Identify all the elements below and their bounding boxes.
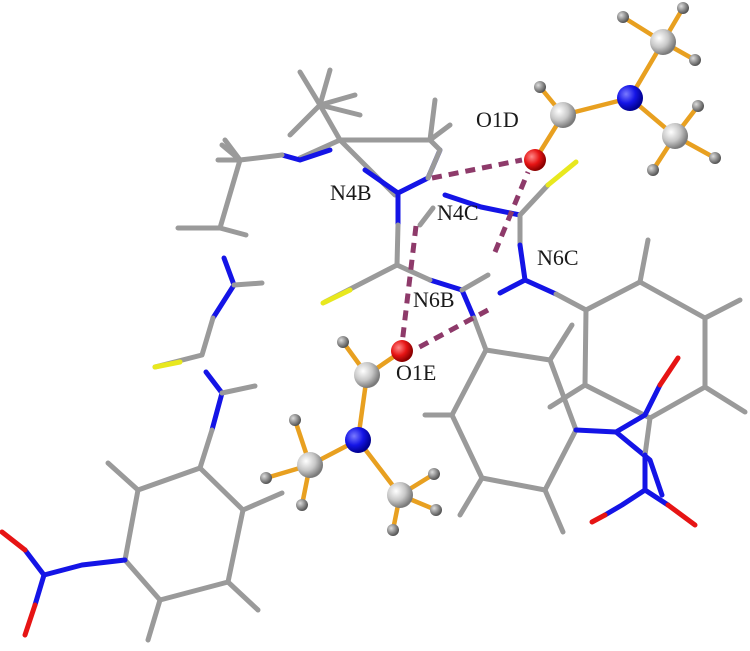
atom-o [391, 340, 413, 362]
bond-c [219, 383, 258, 396]
hbond-N6B-H-O1E [412, 307, 490, 353]
bond-c [449, 315, 579, 493]
bond-c [517, 182, 551, 218]
atom-h [296, 499, 308, 511]
atom-c [550, 102, 576, 128]
atom-h [260, 472, 272, 484]
bond-c [637, 237, 651, 285]
atom-o [524, 149, 546, 171]
hydrogen-bonds [399, 157, 531, 353]
bond-o [22, 602, 38, 638]
atom-h [617, 11, 629, 23]
bond-n [22, 547, 47, 578]
bond-c [394, 262, 433, 283]
atom-h [387, 524, 399, 536]
label-O1D: O1D [476, 107, 519, 132]
bond-c [582, 279, 708, 421]
bond-c [427, 122, 453, 143]
bond-c [231, 280, 265, 288]
bond-c [322, 222, 401, 305]
atom-h [428, 468, 440, 480]
bond-c [542, 487, 566, 535]
bond-c [459, 272, 491, 293]
dmf-molecule-E [260, 336, 442, 536]
bond-c [240, 490, 285, 513]
host-molecule-stick-bonds [0, 67, 748, 643]
bond-n [613, 382, 663, 435]
atom-h [677, 2, 689, 14]
bond-o [665, 502, 698, 528]
bond-n [210, 255, 237, 321]
bond-c [547, 382, 588, 410]
bond-s [152, 359, 183, 370]
label-N4C: N4C [437, 200, 479, 225]
bond-n [613, 429, 665, 498]
atom-n [617, 85, 643, 111]
dmf-molecule-D [524, 2, 721, 176]
atom-c [650, 29, 676, 55]
bond-c [317, 67, 333, 108]
bond-n [442, 192, 523, 218]
bond-s [545, 159, 579, 188]
bond-c [105, 460, 141, 493]
bond-c [425, 137, 443, 181]
bond-c [145, 597, 163, 643]
bond-o [657, 355, 681, 388]
atom-h [289, 414, 301, 426]
bond-c [553, 291, 589, 313]
bond-n [522, 277, 559, 297]
bond-c [175, 157, 243, 231]
bond-c [702, 384, 748, 415]
bond-n [279, 147, 333, 163]
atom-h [692, 100, 704, 112]
label-N6C: N6C [537, 245, 579, 270]
atom-h [689, 54, 701, 66]
bond-n [642, 487, 671, 508]
bond-n [32, 572, 47, 608]
label-O1E: O1E [396, 360, 437, 385]
bond-n [41, 557, 128, 578]
bond-c [219, 142, 243, 163]
bond-c [122, 465, 246, 603]
bond-c [417, 205, 436, 228]
bond-c [457, 475, 485, 518]
atom-h [430, 504, 442, 516]
bond-c [702, 297, 743, 321]
hbond-N6C-H-O1D [492, 171, 531, 253]
atom-c [297, 452, 323, 478]
bond-n [203, 369, 225, 433]
bond-c [225, 579, 261, 613]
bond-n [573, 427, 619, 435]
bond-s [320, 287, 353, 306]
bond-c [642, 415, 653, 458]
bond-c [297, 97, 438, 161]
bond-c [217, 225, 249, 238]
atom-c [354, 362, 380, 388]
bond-n [602, 487, 648, 518]
atom-h [337, 336, 349, 348]
bond-o [0, 529, 28, 553]
dmf-solvent-molecules [260, 2, 721, 536]
bond-c [317, 92, 358, 108]
bond-n [497, 242, 528, 296]
atom-n [345, 427, 371, 453]
bond-c [287, 102, 323, 138]
atom-h [647, 164, 659, 176]
bond-c [547, 322, 575, 363]
label-N6B: N6B [413, 287, 455, 312]
hbond-N4C-H-O1D [431, 157, 523, 181]
atom-h [709, 152, 721, 164]
atom-c [662, 123, 688, 149]
bond-o [589, 512, 608, 525]
atom-c [387, 482, 413, 508]
bond-c [152, 315, 216, 370]
label-N4B: N4B [330, 180, 372, 205]
atom-h [534, 81, 546, 93]
hbond-N4B-H-O1E [399, 225, 419, 345]
bond-c [197, 427, 215, 471]
bond-c [317, 102, 363, 118]
